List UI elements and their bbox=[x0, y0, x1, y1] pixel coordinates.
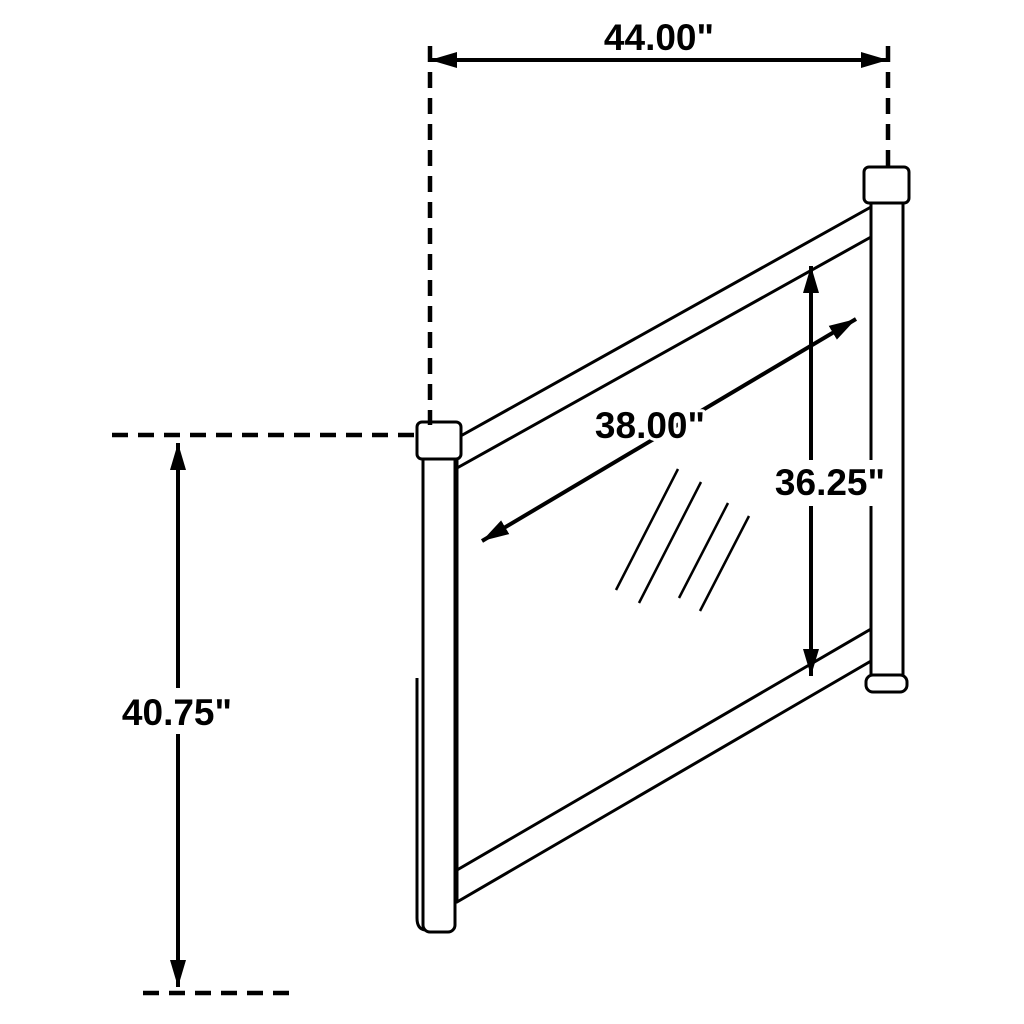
mirror-drawing bbox=[415, 165, 911, 934]
label-overall-width: 44.00" bbox=[604, 17, 714, 58]
dimension-line-glass-width bbox=[480, 317, 858, 543]
dimension-overall-height: 40.75" bbox=[112, 432, 416, 996]
right-post-body bbox=[869, 193, 905, 683]
left-post-body bbox=[421, 448, 457, 934]
label-mask bbox=[112, 688, 242, 734]
right-post-foot bbox=[864, 673, 909, 694]
label-glass-height: 36.25" bbox=[775, 462, 885, 503]
label-glass-width: 38.00" bbox=[595, 405, 705, 446]
dimension-overall-width: 44.00" bbox=[427, 14, 891, 425]
right-post-cap bbox=[862, 165, 911, 205]
label-overall-height: 40.75" bbox=[122, 692, 232, 733]
label-mask bbox=[766, 460, 896, 506]
dimension-glass-width: 38.00" bbox=[480, 317, 858, 543]
left-post-cap bbox=[415, 420, 463, 461]
dimension-glass-height: 36.25" bbox=[766, 266, 896, 676]
